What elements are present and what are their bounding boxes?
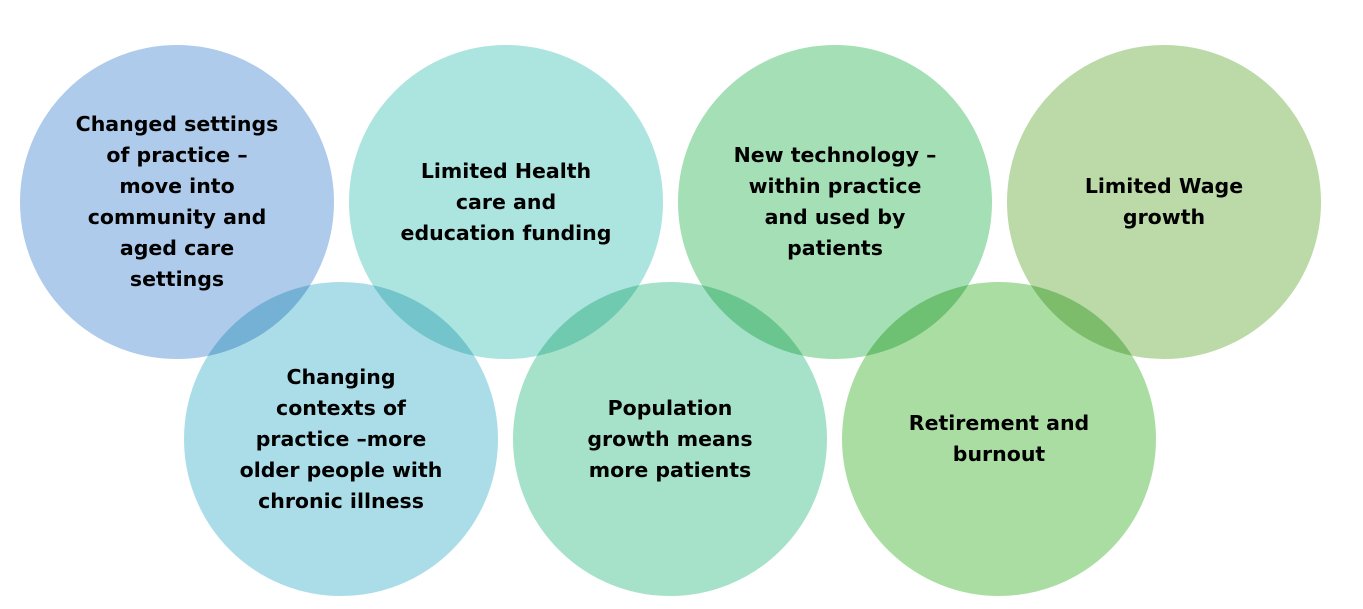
circle-label: Population growth means more patients <box>587 395 753 482</box>
circle-label: Retirement and burnout <box>908 411 1090 466</box>
circle-label: Limited Wage growth <box>1084 174 1244 229</box>
circle-label: Changing contexts of practice –more olde… <box>239 364 443 513</box>
circle-label: New technology – within practice and use… <box>733 143 937 260</box>
circle-population-growth: Population growth means more patients <box>511 280 829 598</box>
circle-retirement-burnout: Retirement and burnout <box>840 280 1158 598</box>
circle-changing-contexts: Changing contexts of practice –more olde… <box>182 280 500 598</box>
circle-label: Limited Health care and education fundin… <box>400 158 612 245</box>
circle-label: Changed settings of practice – move into… <box>75 112 279 291</box>
circle-changed-settings: Changed settings of practice – move into… <box>18 43 336 361</box>
